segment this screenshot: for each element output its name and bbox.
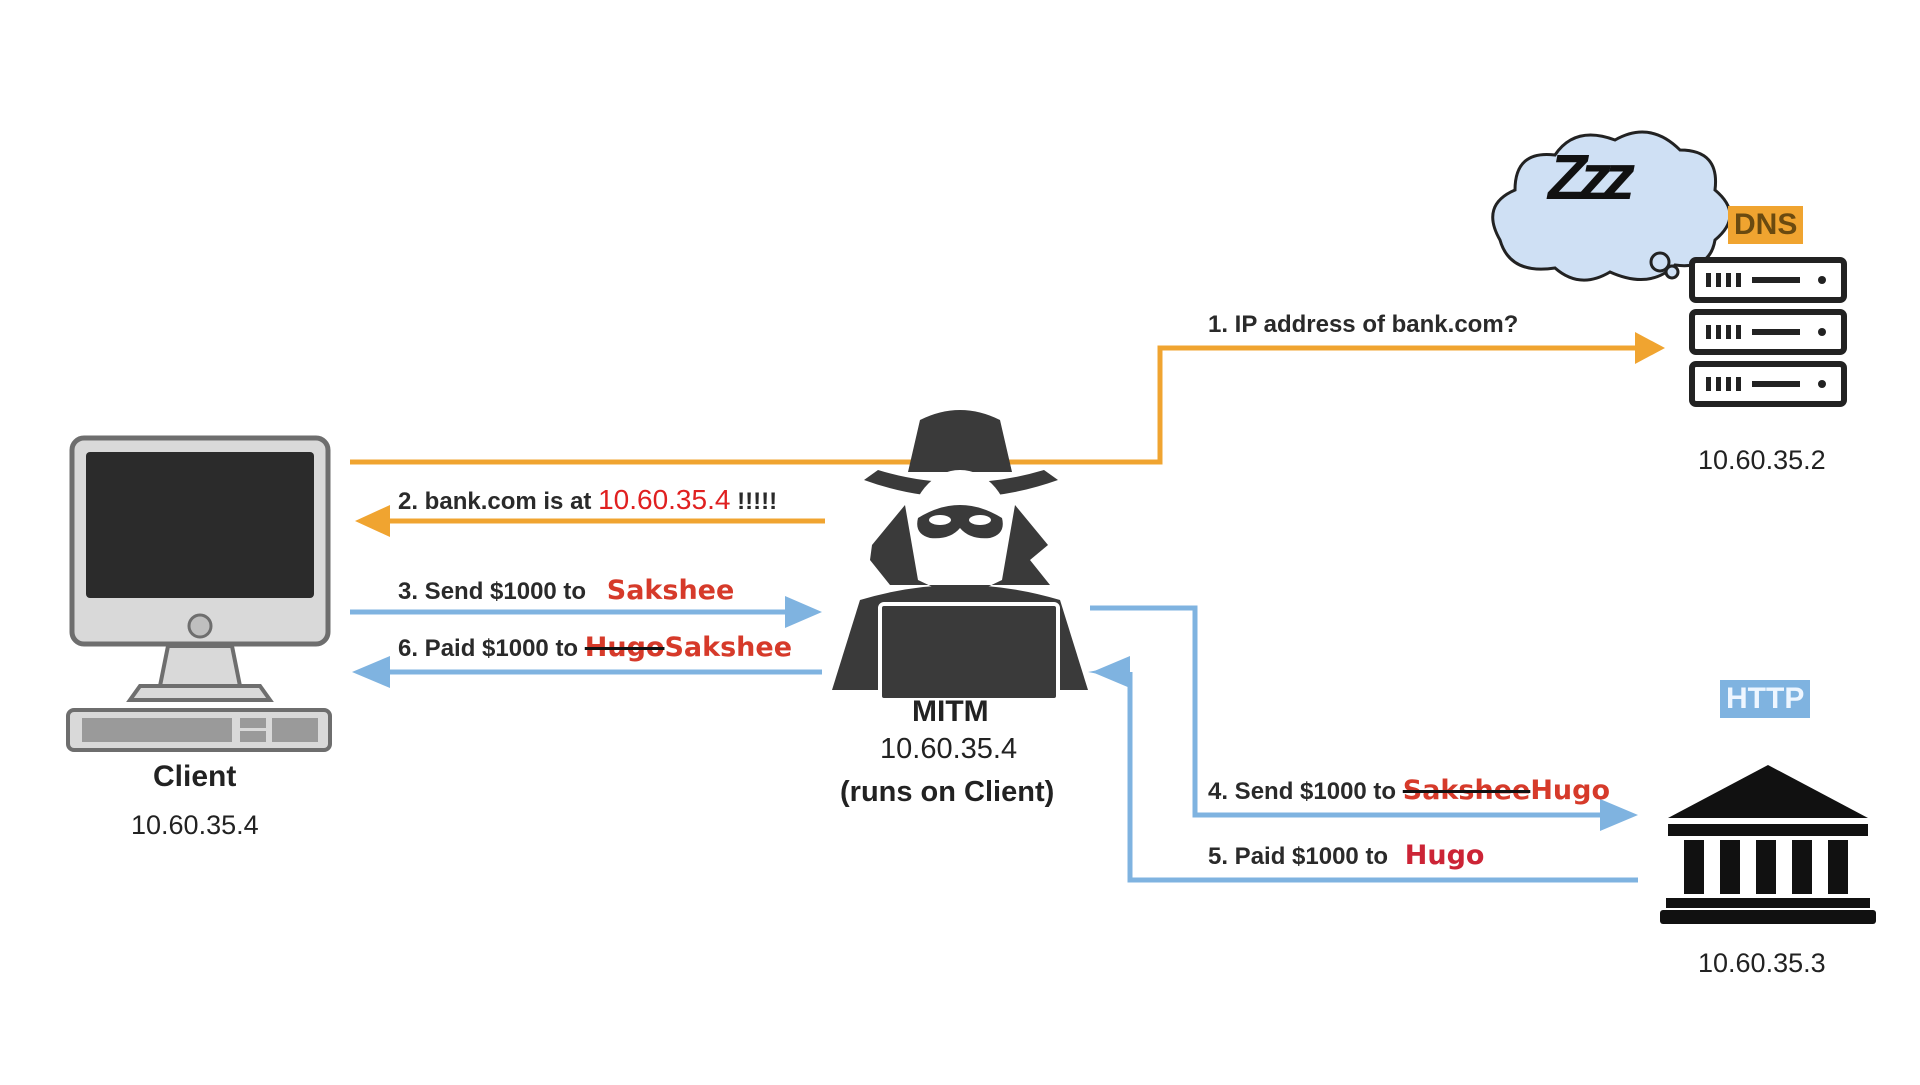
step-4-name: Hugo (1530, 775, 1611, 806)
step-6-struck-name: Hugo (584, 632, 665, 663)
flow-4-arrowhead (1600, 799, 1638, 831)
step-4-struck-name: Sakshee (1402, 775, 1531, 806)
flow-3-arrowhead (785, 596, 822, 628)
bank-icon (1660, 765, 1876, 924)
sleep-cloud-icon (1491, 130, 1732, 282)
step-3-prefix: 3. Send $1000 to (398, 578, 587, 605)
step-5-label: 5. Paid $1000 to Hugo (1208, 840, 1484, 871)
client-ip: 10.60.35.4 (131, 810, 259, 840)
hacker-icon (832, 410, 1088, 702)
client-title: Client (153, 760, 237, 793)
flow-5-line (1127, 672, 1638, 883)
mitm-title: MITM (912, 695, 989, 728)
flow-5-arrowhead-tip (1092, 656, 1130, 688)
flow-6-arrowhead (352, 656, 390, 688)
step-4-label: 4. Send $1000 to SaksheeHugo (1208, 775, 1610, 806)
step-3-label: 3. Send $1000 to Sakshee (398, 575, 734, 606)
server-icon (1689, 257, 1847, 407)
dns-tag: DNS (1728, 206, 1804, 244)
flow-4-line (1090, 605, 1605, 818)
step-1-label: 1. IP address of bank.com? (1208, 311, 1519, 338)
step-2-prefix: 2. bank.com is at (398, 488, 592, 515)
http-ip: 10.60.35.3 (1698, 948, 1826, 978)
flow-2-arrowhead (355, 505, 390, 537)
flow-1-arrowhead (1635, 332, 1665, 364)
sleep-glyph: Zzz (1548, 141, 1635, 213)
step-3-name: Sakshee (606, 575, 735, 606)
step-4-prefix: 4. Send $1000 to (1208, 778, 1397, 805)
step-6-name: Sakshee (664, 632, 793, 663)
step-6-label: 6. Paid $1000 to HugoSakshee (398, 632, 792, 663)
http-tag: HTTP (1720, 680, 1811, 718)
step-2-label: 2. bank.com is at 10.60.35.4 !!!!! (398, 484, 777, 516)
mitm-note: (runs on Client) (840, 776, 1055, 808)
step-6-prefix: 6. Paid $1000 to (398, 635, 579, 662)
step-2-suffix: !!!!! (737, 488, 778, 515)
flow-1-line (350, 345, 1640, 465)
computer-icon (66, 435, 332, 752)
dns-ip: 10.60.35.2 (1698, 445, 1826, 475)
step-2-ip: 10.60.35.4 (598, 484, 731, 515)
step-5-name: Hugo (1404, 840, 1485, 871)
step-5-prefix: 5. Paid $1000 to (1208, 843, 1389, 870)
mitm-ip: 10.60.35.4 (880, 733, 1018, 765)
